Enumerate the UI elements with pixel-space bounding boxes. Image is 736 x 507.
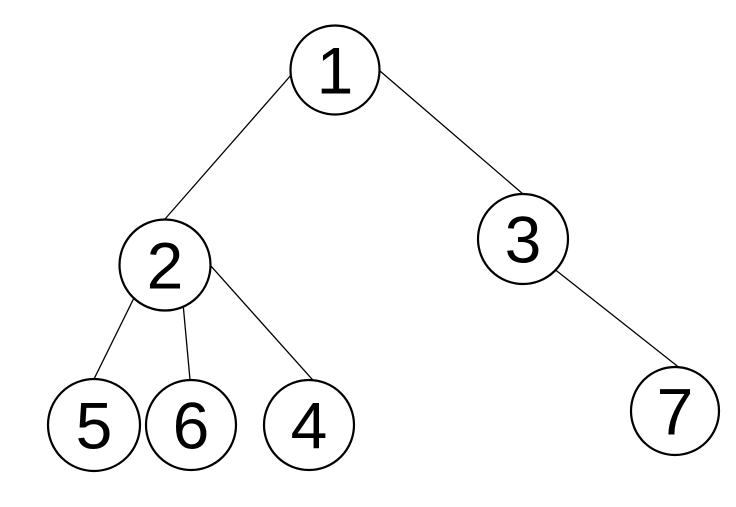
node-label-6: 6	[173, 388, 210, 462]
node-label-7: 7	[657, 374, 694, 448]
node-label-2: 2	[147, 228, 184, 302]
tree-node-4: 4	[262, 378, 356, 472]
edge-3-7	[546, 262, 688, 375]
edge-2-5	[87, 289, 139, 392]
node-circle-4	[262, 378, 356, 472]
node-circle-2	[118, 218, 212, 312]
edge-2-4	[200, 254, 321, 389]
tree-node-6: 6	[144, 378, 238, 472]
node-circle-5	[46, 377, 142, 473]
node-label-4: 4	[291, 388, 328, 462]
edge-1-2	[155, 63, 302, 230]
node-circle-1	[289, 24, 381, 116]
node-label-5: 5	[76, 388, 113, 462]
tree-node-5: 5	[46, 377, 142, 473]
tree-node-7: 7	[629, 365, 721, 457]
edge-1-3	[368, 61, 535, 204]
node-circle-3	[476, 192, 570, 286]
tree-node-3: 3	[476, 192, 570, 286]
node-label-1: 1	[317, 33, 354, 107]
node-label-3: 3	[505, 202, 542, 276]
tree-node-1: 1	[289, 24, 381, 116]
node-circle-7	[629, 365, 721, 457]
edges-layer	[87, 61, 688, 394]
tree-node-2: 2	[118, 218, 212, 312]
node-circle-6	[144, 378, 238, 472]
